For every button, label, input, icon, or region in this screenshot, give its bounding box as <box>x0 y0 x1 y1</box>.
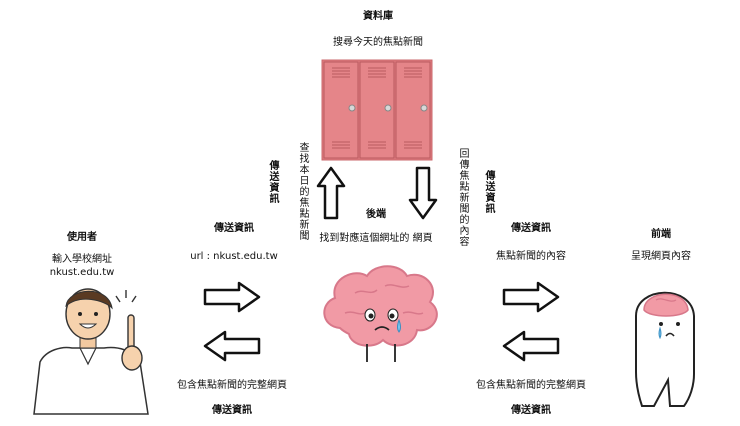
right-arrow-icon <box>203 281 261 313</box>
down-arrow-icon <box>408 166 438 220</box>
backend-title: 後端 <box>366 209 386 220</box>
up-arrow-icon <box>316 166 346 220</box>
left-arrow-icon <box>203 330 261 362</box>
brain-illustration <box>323 265 438 362</box>
database-task: 搜尋今天的焦點新聞 <box>333 37 423 48</box>
return-content-label: 回傳焦點新聞的內容 <box>457 148 468 247</box>
url-text: url : nkust.edu.tw <box>190 251 278 262</box>
backend-task: 找到對應這個網址的 網頁 <box>319 233 433 244</box>
user-illustration <box>33 288 149 415</box>
frontend-task: 呈現網頁內容 <box>631 251 691 262</box>
send-info-label-left-top: 傳送資訊 <box>214 223 254 234</box>
user-line1: 輸入學校網址 <box>52 254 112 265</box>
locker-illustration <box>321 59 433 161</box>
lookup-label: 查找本日的焦點新聞 <box>297 142 308 241</box>
user-title: 使用者 <box>67 232 97 243</box>
send-info-label-left-bottom: 傳送資訊 <box>212 405 252 416</box>
frontend-character-illustration <box>635 291 695 407</box>
send-info-label-left-vertical: 傳送資訊 <box>267 160 278 204</box>
news-content-text: 焦點新聞的內容 <box>496 251 566 262</box>
send-info-label-right-vertical: 傳送資訊 <box>483 170 494 214</box>
frontend-title: 前端 <box>651 229 671 240</box>
user-line2: nkust.edu.tw <box>49 267 115 278</box>
left-arrow-icon <box>502 330 560 362</box>
send-info-label-right-bottom: 傳送資訊 <box>511 405 551 416</box>
send-info-label-right-top: 傳送資訊 <box>511 223 551 234</box>
right-arrow-icon <box>502 281 560 313</box>
database-title: 資料庫 <box>363 11 393 22</box>
full-page-text-right: 包含焦點新聞的完整網頁 <box>476 380 586 391</box>
full-page-text-left: 包含焦點新聞的完整網頁 <box>177 380 287 391</box>
